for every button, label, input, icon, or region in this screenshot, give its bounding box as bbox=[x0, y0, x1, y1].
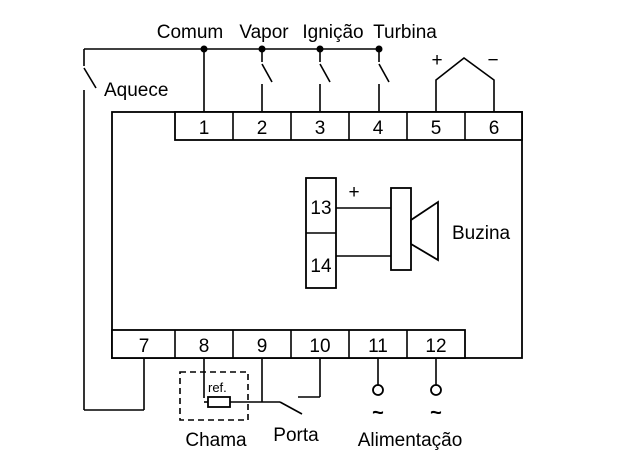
terminal-14: 14 bbox=[310, 256, 332, 277]
label-chama: Chama bbox=[185, 430, 247, 451]
buzzer-plus-sign: + bbox=[348, 182, 359, 203]
plus-sign: + bbox=[431, 50, 442, 71]
terminal-7: 7 bbox=[139, 336, 150, 357]
label-aquece: Aquece bbox=[104, 80, 168, 101]
buzzer-terminal-block: 13 14 bbox=[305, 177, 337, 289]
door-switch bbox=[261, 358, 321, 415]
terminal-2: 2 bbox=[257, 118, 268, 139]
terminal-10: 10 bbox=[309, 336, 330, 357]
reference-resistor bbox=[207, 396, 231, 408]
terminal-13: 13 bbox=[310, 198, 331, 219]
label-alimentacao: Alimentação bbox=[358, 430, 463, 451]
terminal-9: 9 bbox=[257, 336, 268, 357]
label-comum: Comum bbox=[157, 22, 224, 43]
aquece-wire bbox=[83, 49, 145, 411]
label-buzina: Buzina bbox=[452, 223, 511, 244]
minus-sign: − bbox=[487, 50, 498, 71]
bottom-terminal-strip: 7 8 9 10 11 12 bbox=[111, 329, 466, 359]
terminal-11: 11 bbox=[368, 336, 388, 357]
common-bus bbox=[84, 45, 383, 112]
terminal-6: 6 bbox=[489, 118, 500, 139]
terminal-3: 3 bbox=[315, 118, 326, 139]
terminal-1: 1 bbox=[199, 118, 210, 139]
terminal-8: 8 bbox=[199, 336, 210, 357]
ac-symbol-1: ~ bbox=[372, 402, 384, 424]
switch-vapor bbox=[261, 49, 273, 112]
buzzer-symbol bbox=[336, 187, 439, 271]
label-ref: ref. bbox=[208, 380, 227, 395]
label-ignicao: Ignição bbox=[302, 22, 363, 43]
switch-turbina bbox=[378, 49, 390, 112]
terminal-5: 5 bbox=[431, 118, 442, 139]
top-terminal-strip: 1 2 3 4 5 6 bbox=[174, 111, 523, 141]
label-porta: Porta bbox=[273, 425, 319, 446]
power-supply-inputs bbox=[372, 358, 442, 396]
flame-sensor bbox=[179, 358, 262, 421]
label-vapor: Vapor bbox=[239, 22, 289, 43]
polarity-bridge bbox=[435, 56, 495, 112]
label-turbina: Turbina bbox=[373, 22, 437, 43]
terminal-4: 4 bbox=[373, 118, 384, 139]
ac-symbol-2: ~ bbox=[430, 402, 442, 424]
terminal-12: 12 bbox=[425, 336, 446, 357]
switch-ignicao bbox=[319, 49, 331, 112]
